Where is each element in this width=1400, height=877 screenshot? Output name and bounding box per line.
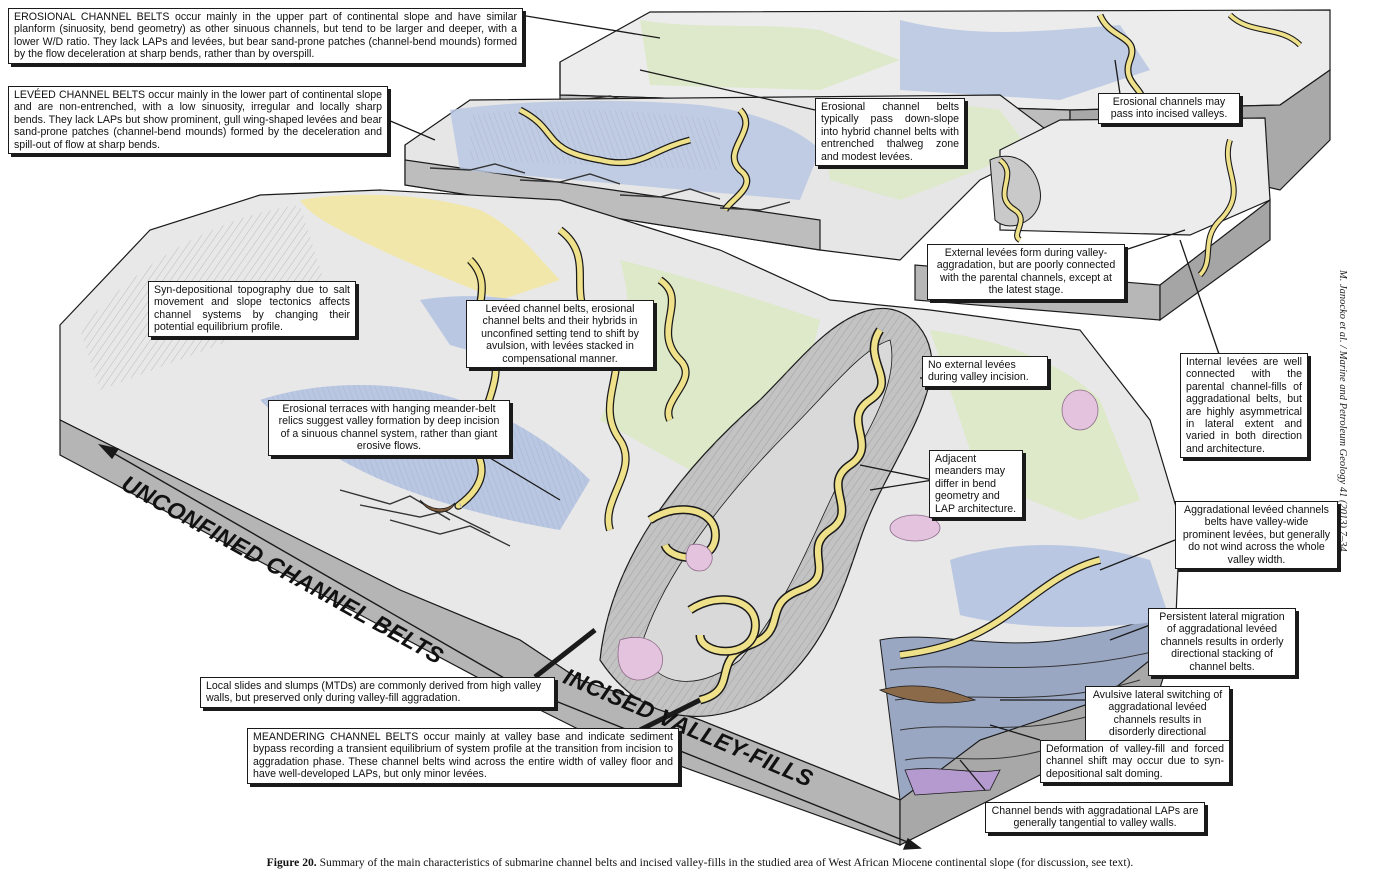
callout-internal-levees: Internal levées are well connected with …: [1180, 353, 1308, 459]
incised-arrowhead-right: [902, 837, 922, 850]
callout-erosional-incised: Erosional channels may pass into incised…: [1098, 93, 1240, 124]
leader-deformation: [989, 724, 1041, 741]
callout-deformation: Deformation of valley-fill and forced ch…: [1040, 740, 1230, 784]
side-citation: M. Janocko et al. / Marine and Petroleum…: [1337, 270, 1348, 552]
right-back-channel-fill: [998, 158, 1023, 242]
right-face-lines: [889, 649, 1161, 761]
leader-aggradational-wide: [1099, 539, 1176, 571]
right-face-brown-lens: [878, 685, 977, 704]
callout-leveed-belts: LEVÉED CHANNEL BELTS occur mainly in the…: [8, 86, 388, 155]
caption-label: Figure 20.: [266, 856, 317, 869]
middle-channel-1-fill: [518, 107, 691, 165]
levee-zone-right: [950, 545, 1170, 627]
main-block-front: [59, 419, 901, 846]
right-back-valley: [989, 155, 1041, 227]
leader-external-levees: [1124, 229, 1186, 251]
meander-loop-1-fill: [648, 506, 719, 561]
callout-persistent-migration: Persistent lateral migration of aggradat…: [1148, 608, 1296, 677]
valley-floor: [639, 339, 893, 682]
leader-erosional-belts: [519, 14, 661, 39]
middle-block-front: [404, 145, 821, 251]
mtd-patch-1: [889, 514, 941, 542]
mtd-patch-3: [617, 636, 663, 681]
aggradational-channel-right-fill: [899, 557, 1101, 658]
front-face-channel-fill: [419, 499, 456, 513]
unconfined-arrowhead-left: [97, 443, 120, 460]
leader-erosional-incised: [1114, 59, 1121, 95]
unconfined-channel-2-fill: [658, 277, 689, 422]
middle-front-strata: [429, 163, 791, 211]
axis-arrows: [97, 443, 922, 850]
upper-blue-zone: [900, 20, 1150, 100]
leader-persistent-migration: [1109, 624, 1151, 641]
leader-channel-bends: [959, 759, 986, 791]
right-back-channel-2-fill: [1198, 139, 1236, 277]
right-face-purple-layer: [904, 768, 1001, 796]
leader-adjacent-meanders-1: [859, 464, 934, 481]
right-back-side: [1159, 198, 1271, 322]
upper-green-zone: [640, 20, 900, 90]
leader-erosional-pass-hybrid: [639, 69, 816, 111]
callout-syn-depositional: Syn-depositional topography due to salt …: [148, 281, 356, 337]
callout-meandering-belts: MEANDERING CHANNEL BELTS occur mainly at…: [247, 728, 679, 784]
unconfined-axis-line: [107, 449, 526, 691]
callout-avulsion: Levéed channel belts, erosional channel …: [466, 300, 654, 369]
figure-caption: Figure 20. Summary of the main character…: [0, 856, 1400, 869]
callout-local-slides: Local slides and slumps (MTDs) are commo…: [200, 677, 555, 708]
leader-meandering-belts: [638, 697, 702, 733]
mtd-patch-2: [1061, 389, 1099, 431]
callout-adjacent-meanders: Adjacent meanders may differ in bend geo…: [929, 450, 1023, 519]
callout-erosional-belts: EROSIONAL CHANNEL BELTS occur mainly in …: [8, 8, 523, 64]
callout-erosional-pass-hybrid: Erosional channel belts typically pass d…: [815, 98, 965, 167]
middle-channel-2-fill: [722, 108, 749, 212]
unconfined-channel-1-fill: [558, 227, 629, 531]
leader-lines: [387, 14, 1221, 791]
callout-channel-bends: Channel bends with aggradational LAPs ar…: [985, 802, 1205, 833]
caption-text: Summary of the main characteristics of s…: [316, 856, 1134, 869]
meander-loop-2-fill: [688, 596, 759, 655]
leader-leveed-belts: [387, 119, 436, 141]
upper-channel-fill: [1097, 14, 1145, 107]
leader-internal-levees: [1179, 239, 1221, 358]
callout-aggradational-wide: Aggradational levéed channels belts have…: [1175, 501, 1338, 570]
middle-block: [404, 94, 1062, 261]
leader-adjacent-meanders-2: [869, 479, 934, 491]
upslope-sand-zone: [300, 194, 560, 300]
leader-local-slides: [533, 628, 597, 679]
callout-external-levees: External levées form during valley-aggra…: [927, 244, 1125, 300]
callout-no-external: No external levées during valley incisio…: [922, 356, 1048, 387]
upper-channel-2-fill: [1228, 13, 1302, 47]
incised-axis-line: [537, 693, 916, 846]
callout-terraces: Erosional terraces with hanging meander-…: [268, 400, 510, 456]
mtd-patch-4: [685, 543, 713, 572]
